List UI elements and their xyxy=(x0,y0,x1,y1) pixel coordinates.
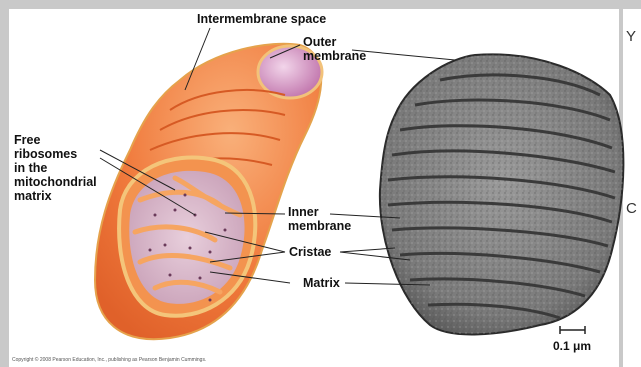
label-free-ribosomes-1: Free xyxy=(14,133,40,147)
label-inner-membrane-2: membrane xyxy=(288,219,351,233)
label-free-ribosomes-3: in the xyxy=(14,161,47,175)
mitochondrion-illustration xyxy=(95,44,322,339)
label-outer-membrane-1: Outer xyxy=(303,35,336,49)
label-free-ribosomes-4: mitochondrial xyxy=(14,175,97,189)
label-free-ribosomes-5: matrix xyxy=(14,189,52,203)
label-inner-membrane-1: Inner xyxy=(288,205,319,219)
label-matrix: Matrix xyxy=(303,276,340,290)
label-free-ribosomes-2: ribosomes xyxy=(14,147,77,161)
clipped-char-2: C xyxy=(626,200,637,217)
clipped-char-1: Y xyxy=(626,28,636,45)
label-intermembrane-space: Intermembrane space xyxy=(197,12,326,26)
scale-bar-label: 0.1 μm xyxy=(553,339,591,353)
copyright-credit: Copyright © 2008 Pearson Education, Inc.… xyxy=(12,357,206,363)
scale-bar xyxy=(560,326,585,334)
label-outer-membrane-2: membrane xyxy=(303,49,366,63)
electron-micrograph xyxy=(380,54,624,334)
label-cristae: Cristae xyxy=(289,245,331,259)
